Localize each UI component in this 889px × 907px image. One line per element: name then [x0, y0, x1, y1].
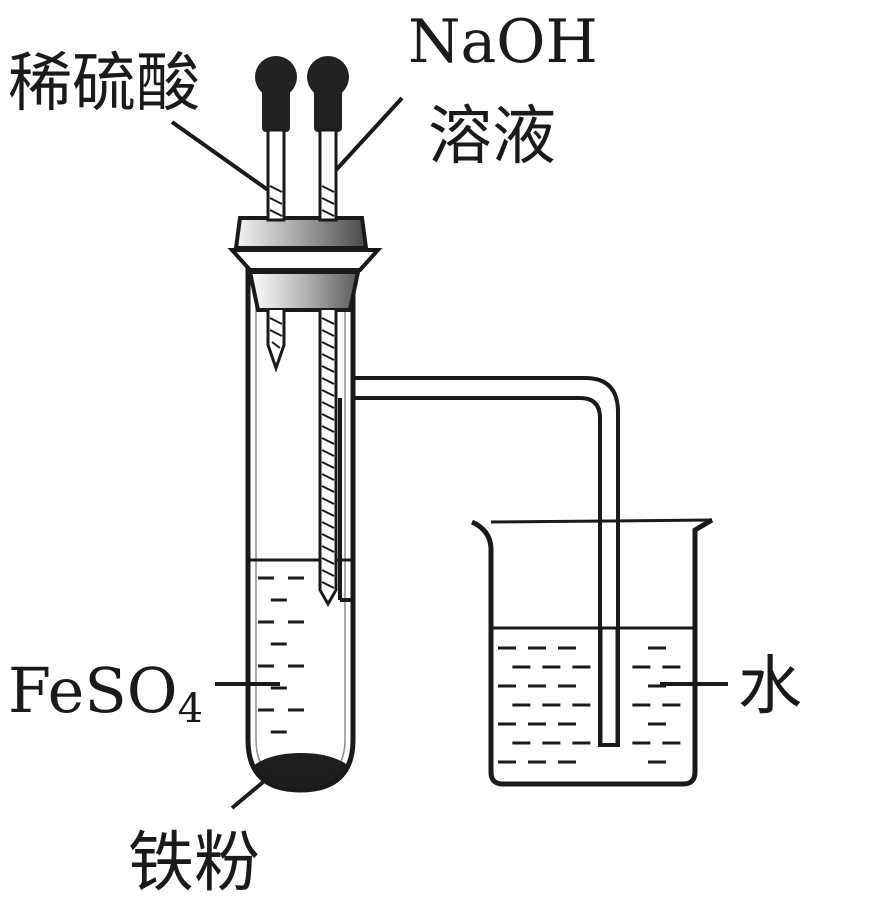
- leader-sulfuric-acid: [170, 120, 270, 192]
- label-naoh: NaOH: [408, 7, 598, 77]
- delivery-tube: [338, 376, 620, 747]
- feso4-solution: [248, 558, 353, 790]
- naoh-dropper: [307, 56, 349, 608]
- leader-iron-powder: [230, 776, 270, 810]
- label-naoh-solution: 溶液: [428, 100, 556, 174]
- label-iron-powder: 铁粉: [128, 824, 260, 901]
- beaker: [470, 517, 714, 787]
- water-in-beaker: [491, 626, 695, 764]
- label-dilute-sulfuric-acid: 稀硫酸: [8, 47, 200, 121]
- sulfuric-acid-dropper: [255, 56, 297, 373]
- label-feso4-main: FeSO: [8, 654, 178, 727]
- leader-lines: [170, 96, 728, 810]
- label-water: 水: [738, 650, 802, 724]
- label-feso4-subscript: 4: [178, 686, 203, 732]
- test-tube: [245, 262, 356, 793]
- label-feso4: FeSO4: [8, 654, 203, 732]
- rubber-stopper: [227, 216, 383, 312]
- leader-naoh: [334, 96, 404, 172]
